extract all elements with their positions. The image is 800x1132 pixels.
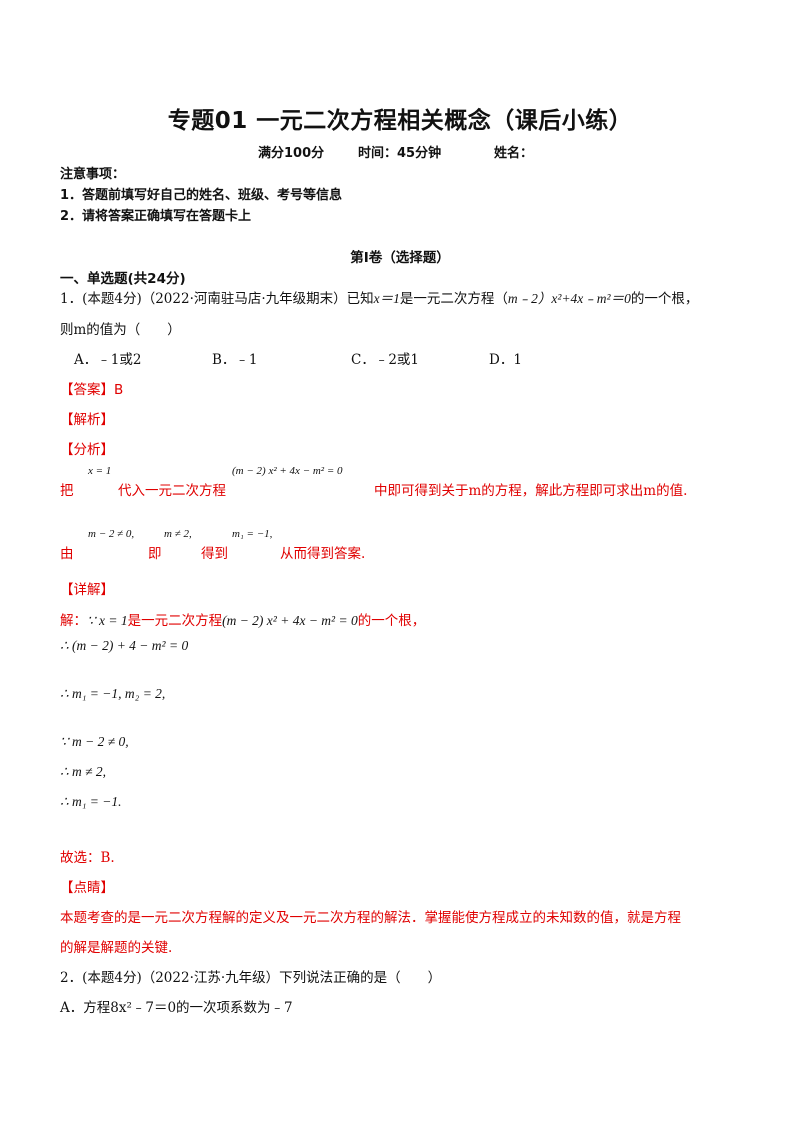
q1-jie-eq1: ∵ x = 1	[87, 613, 128, 628]
q1-fenxi-tag: 【分析】	[60, 442, 114, 458]
q1-xiangjie-tag: 【详解】	[60, 582, 114, 598]
q1-dianjing-line-1: 本题考查的是一元二次方程解的定义及一元二次方程的解法．掌握能使方程成立的未知数的…	[60, 910, 681, 926]
q1-option-b: B．﹣1	[212, 352, 258, 368]
q1-stem-line2: 则m的值为（ ）	[60, 322, 181, 338]
q1-solution-line-4: ∴ m ≠ 2,	[60, 764, 106, 779]
time-label: 时间：45分钟	[358, 146, 442, 161]
q1-step-you: 由	[60, 546, 74, 562]
section-subheader: 一、单选题(共24分)	[60, 271, 186, 287]
q1-jiexi-tag: 【解析】	[60, 412, 114, 428]
q1-jie-suffix: 的一个根，	[357, 613, 426, 629]
q1-step-eq1: m − 2 ≠ 0,	[88, 528, 135, 540]
q1-solution-line-5: ∴ m₁ = −1.	[60, 794, 122, 809]
q1-fenxi-eq2: (m − 2) x² + 4x − m² = 0	[232, 465, 343, 477]
q1-stem-equation: m﹣2）x²+4x﹣m²＝0	[507, 291, 631, 306]
q2-option-a: A．方程8x²﹣7＝0的一次项系数为﹣7	[60, 1000, 293, 1016]
q1-solution-line-2: ∴ m₁ = −1, m₂ = 2,	[60, 686, 166, 701]
q1-dianjing-line-2: 的解是解题的关键.	[60, 940, 173, 956]
q1-stem-prefix: 1．(本题4分)（2022·河南驻马店·九年级期末）已知	[60, 291, 374, 307]
section-header: 第I卷（选择题）	[350, 250, 450, 266]
q1-jie-eq2: (m − 2) x² + 4x − m² = 0	[222, 613, 358, 628]
score-label: 满分100分	[258, 146, 325, 161]
q1-step-eq3: m₁ = −1,	[232, 528, 273, 540]
q1-step-eq2: m ≠ 2,	[164, 528, 192, 540]
q1-option-d: D．1	[489, 352, 522, 368]
notes-item-2: 2．请将答案正确填写在答题卡上	[60, 209, 252, 224]
notes-header: 注意事项：	[60, 167, 126, 182]
q1-solution-line-1: ∴ (m − 2) + 4 − m² = 0	[60, 638, 189, 653]
q1-answer: 【答案】B	[60, 382, 124, 398]
q1-stem-suffix: 的一个根，	[630, 291, 699, 307]
q1-stem-x1: x＝1	[373, 291, 400, 306]
q1-jie-prefix: 解：	[60, 613, 87, 629]
q1-option-a: A．﹣1或2	[74, 352, 142, 368]
q1-step-end: 从而得到答案.	[280, 546, 366, 562]
page-title: 专题01 一元二次方程相关概念（课后小练）	[167, 108, 633, 134]
q1-fenxi-ba: 把	[60, 483, 74, 499]
q2-stem: 2．(本题4分)（2022·江苏·九年级）下列说法正确的是（ ）	[60, 970, 442, 986]
q1-fenxi-mid: 代入一元二次方程	[118, 483, 226, 499]
q1-stem-mid: 是一元二次方程（	[399, 291, 508, 307]
q1-solution-line-3: ∵ m − 2 ≠ 0,	[60, 734, 129, 749]
q1-jie-mid: 是一元二次方程	[127, 613, 223, 629]
q1-guxuan: 故选：B.	[60, 850, 115, 866]
q1-dianjing-tag: 【点睛】	[60, 880, 114, 896]
q1-option-c: C．﹣2或1	[351, 352, 420, 368]
q1-fenxi-eq1: x = 1	[88, 465, 112, 477]
notes-item-1: 1．答题前填写好自己的姓名、班级、考号等信息	[60, 188, 343, 203]
q1-fenxi-end: 中即可得到关于m的方程，解此方程即可求出m的值.	[374, 483, 688, 499]
name-label: 姓名：	[494, 146, 534, 161]
q1-step-ji: 即	[148, 546, 162, 562]
q1-stem: 1．(本题4分)（2022·河南驻马店·九年级期末）已知x＝1是一元二次方程（m…	[60, 287, 698, 307]
q1-step-dedao: 得到	[201, 546, 228, 562]
q1-solution-intro: 解：∵ x = 1是一元二次方程(m − 2) x² + 4x − m² = 0…	[60, 609, 425, 629]
